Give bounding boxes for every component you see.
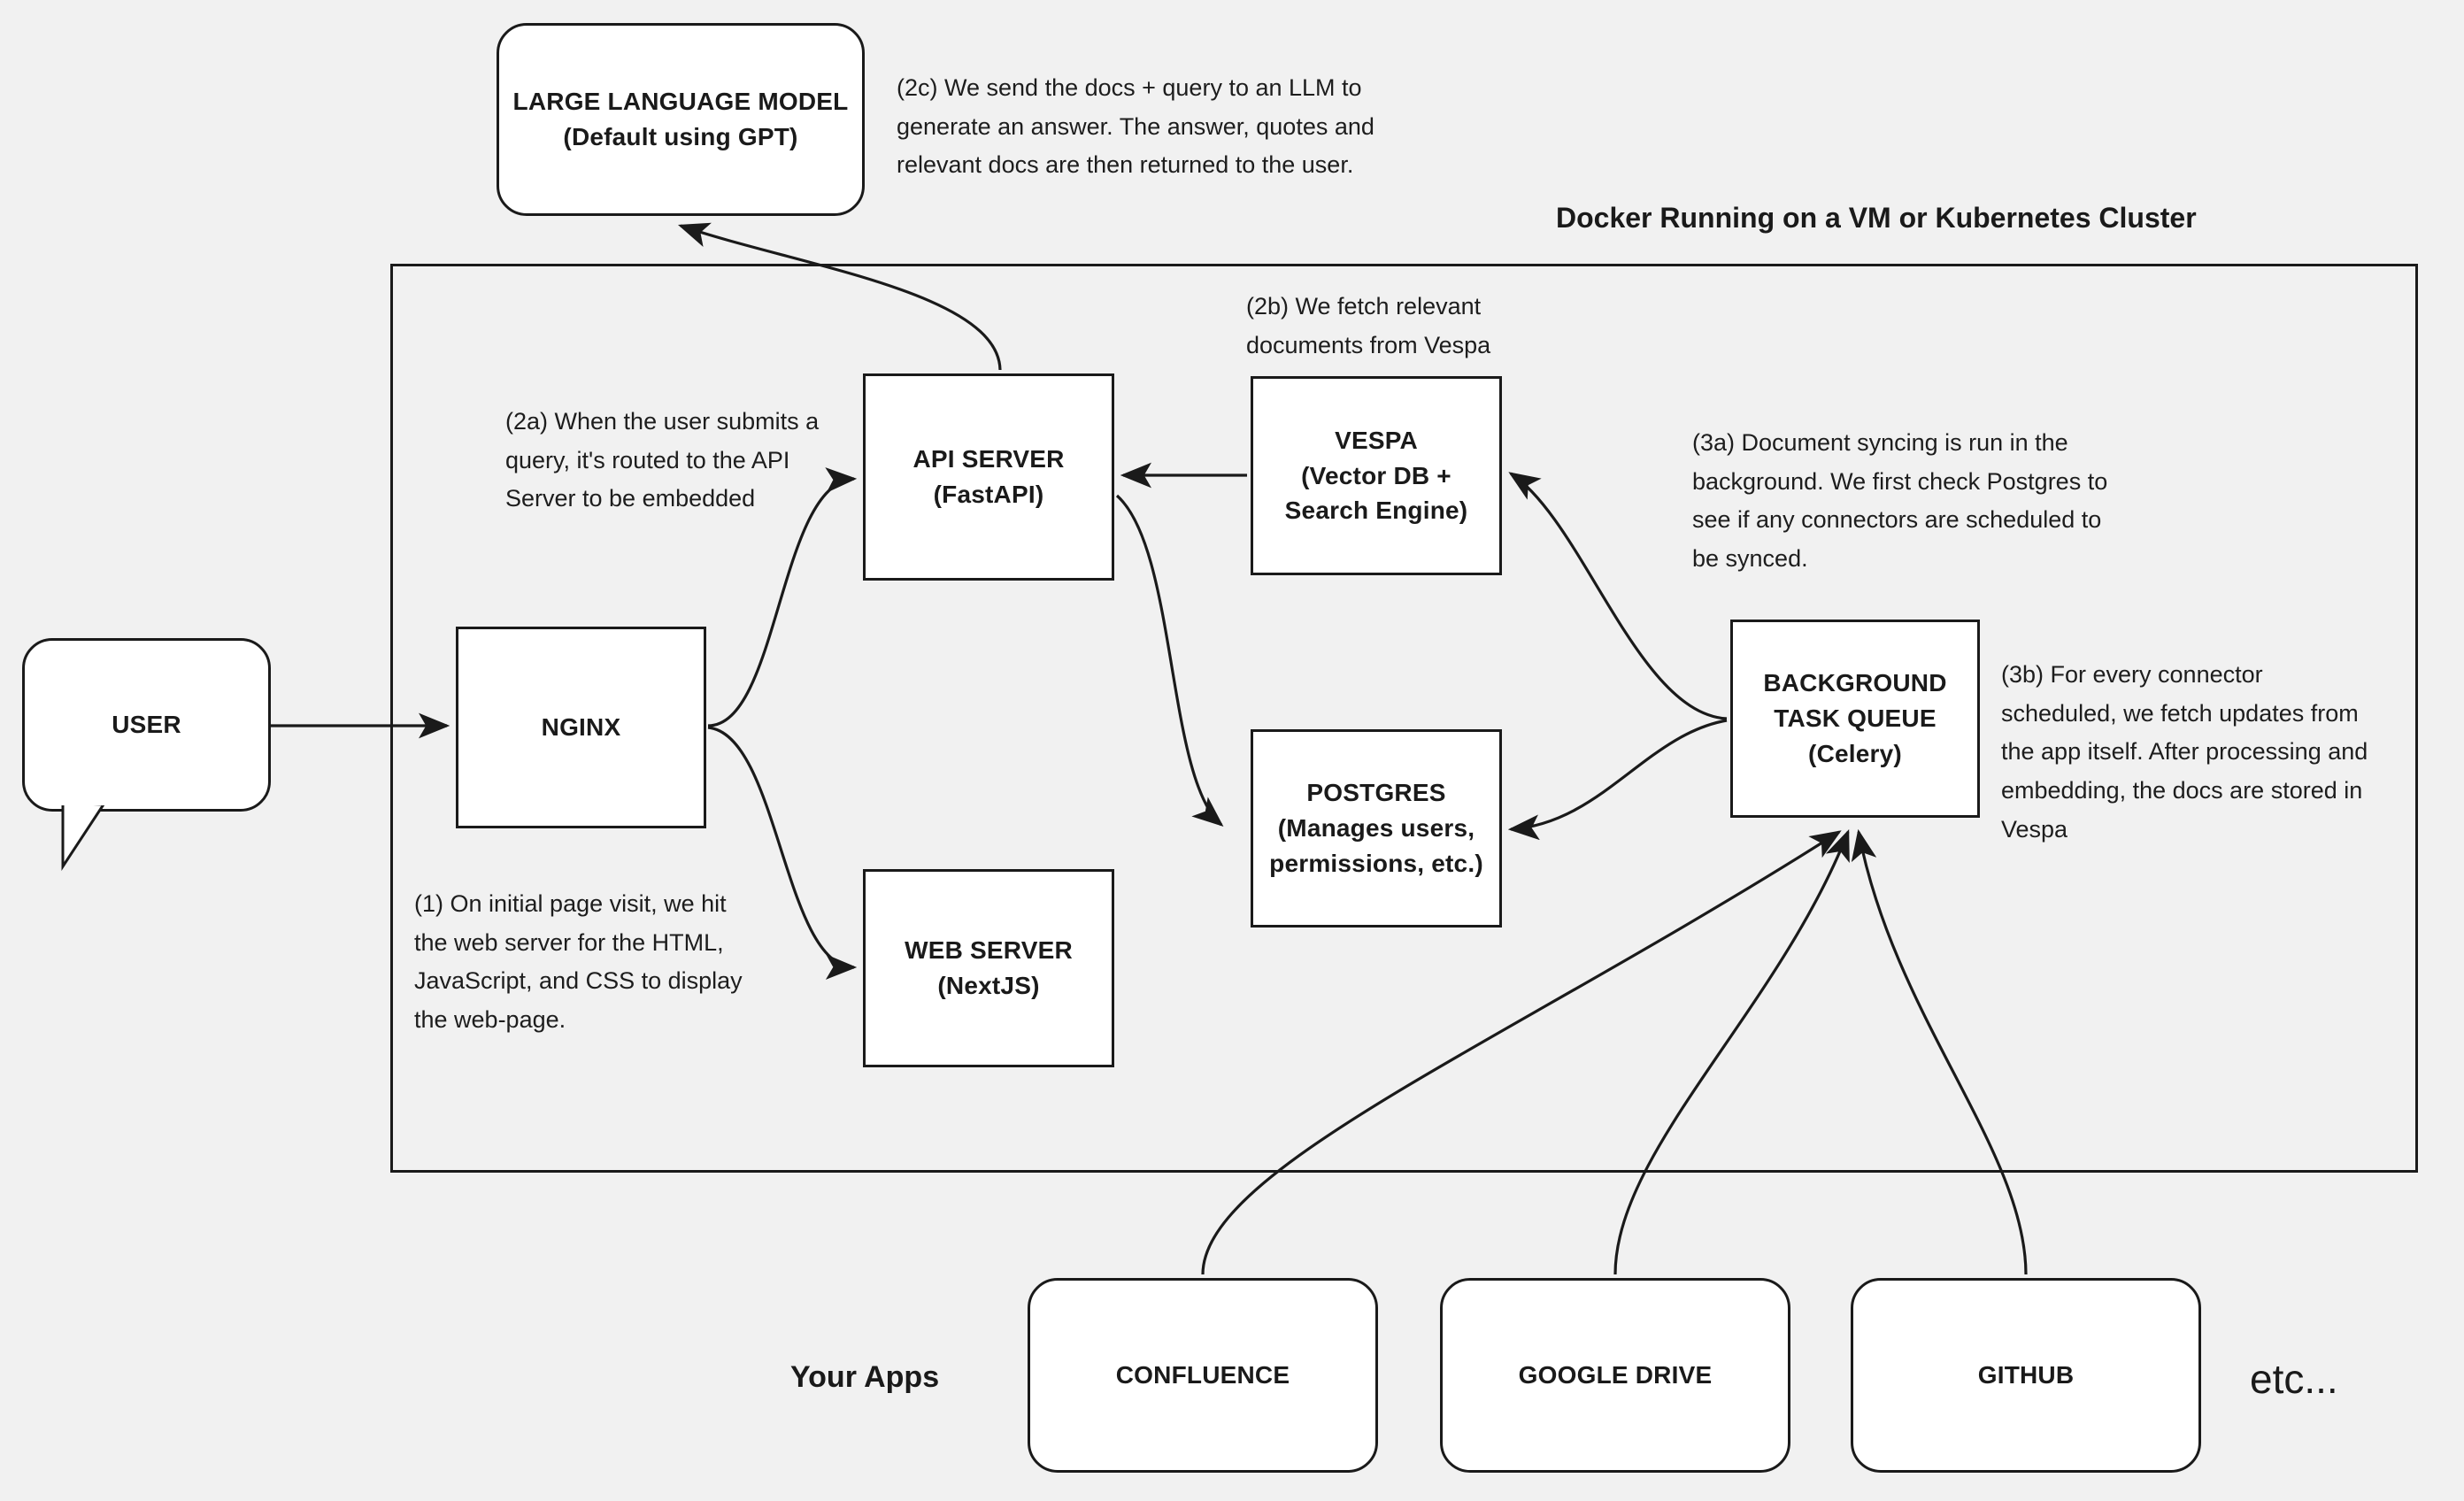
note-2c: (2c) We send the docs + query to an LLM … bbox=[897, 74, 1374, 179]
nginx-label-line: NGINX bbox=[541, 713, 621, 742]
user-label: USER bbox=[99, 707, 194, 743]
note-3a: (3a) Document syncing is run in the back… bbox=[1692, 429, 2108, 573]
vespa-label-line: Search Engine) bbox=[1284, 496, 1468, 525]
vespa-label-line: (Vector DB + bbox=[1301, 461, 1451, 489]
postgres-label-line: POSTGRES bbox=[1306, 779, 1446, 807]
large-language-model-label-line: (Default using GPT) bbox=[563, 123, 798, 150]
large-language-model-label: LARGE LANGUAGE MODEL (Default using GPT) bbox=[501, 84, 861, 155]
api-server-label-line: (FastAPI) bbox=[933, 481, 1044, 508]
note-2a: (2a) When the user submits a query, it's… bbox=[505, 408, 820, 512]
google-drive-label: GOOGLE DRIVE bbox=[1506, 1358, 1725, 1393]
api-server-label-line: API SERVER bbox=[912, 445, 1065, 473]
background-task-queue-label-line: TASK QUEUE bbox=[1774, 704, 1937, 733]
background-task-queue-label-line: BACKGROUND bbox=[1763, 669, 1947, 697]
node-google-drive[interactable]: GOOGLE DRIVE bbox=[1440, 1278, 1790, 1473]
node-vespa[interactable]: VESPA (Vector DB + Search Engine) bbox=[1251, 376, 1502, 575]
github-label: GITHUB bbox=[1966, 1358, 2087, 1393]
large-language-model-label-line: LARGE LANGUAGE MODEL bbox=[512, 88, 849, 116]
node-github[interactable]: GITHUB bbox=[1851, 1278, 2201, 1473]
docker-container-title: Docker Running on a VM or Kubernetes Clu… bbox=[1556, 202, 2197, 234]
postgres-label: POSTGRES (Manages users, permissions, etc.… bbox=[1257, 775, 1496, 881]
node-large-language-model[interactable]: LARGE LANGUAGE MODEL (Default using GPT) bbox=[497, 23, 865, 216]
node-nginx[interactable]: NGINX bbox=[456, 627, 706, 828]
confluence-label: CONFLUENCE bbox=[1104, 1358, 1302, 1393]
note-2b: (2b) We fetch relevant documents from Ve… bbox=[1246, 293, 1491, 358]
node-background-task-queue[interactable]: BACKGROUND TASK QUEUE (Celery) bbox=[1730, 620, 1980, 818]
user-label-line: USER bbox=[112, 711, 181, 739]
api-server-label: API SERVER (FastAPI) bbox=[900, 442, 1076, 512]
web-server-label-line: (NextJS) bbox=[937, 972, 1040, 999]
github-label-line: GITHUB bbox=[1977, 1361, 2075, 1389]
your-apps-label: Your Apps bbox=[790, 1360, 940, 1394]
node-postgres[interactable]: POSTGRES (Manages users, permissions, etc.… bbox=[1251, 729, 1502, 928]
node-confluence[interactable]: CONFLUENCE bbox=[1028, 1278, 1378, 1473]
web-server-label: WEB SERVER (NextJS) bbox=[892, 933, 1085, 1004]
confluence-label-line: CONFLUENCE bbox=[1115, 1361, 1290, 1389]
google-drive-label-line: GOOGLE DRIVE bbox=[1518, 1361, 1713, 1389]
vespa-label-line: VESPA bbox=[1335, 426, 1418, 454]
background-task-queue-label: BACKGROUND TASK QUEUE (Celery) bbox=[1751, 666, 1959, 771]
vespa-label: VESPA (Vector DB + Search Engine) bbox=[1273, 423, 1481, 528]
note-3b: (3b) For every connector scheduled, we f… bbox=[2001, 661, 2368, 843]
web-server-label-line: WEB SERVER bbox=[905, 936, 1073, 965]
background-task-queue-label-line: (Celery) bbox=[1808, 739, 1902, 767]
postgres-label-line: permissions, etc.) bbox=[1269, 849, 1483, 877]
nginx-label: NGINX bbox=[529, 710, 634, 745]
docker-container-boundary bbox=[390, 264, 2418, 1173]
node-api-server[interactable]: API SERVER (FastAPI) bbox=[863, 373, 1114, 581]
user-bubble-tail bbox=[58, 800, 155, 872]
node-web-server[interactable]: WEB SERVER (NextJS) bbox=[863, 869, 1114, 1067]
postgres-label-line: (Manages users, bbox=[1277, 814, 1475, 843]
note-1: (1) On initial page visit, we hit the we… bbox=[414, 890, 743, 1034]
etc-label: etc... bbox=[2250, 1356, 2338, 1402]
node-user[interactable]: USER bbox=[22, 638, 271, 812]
